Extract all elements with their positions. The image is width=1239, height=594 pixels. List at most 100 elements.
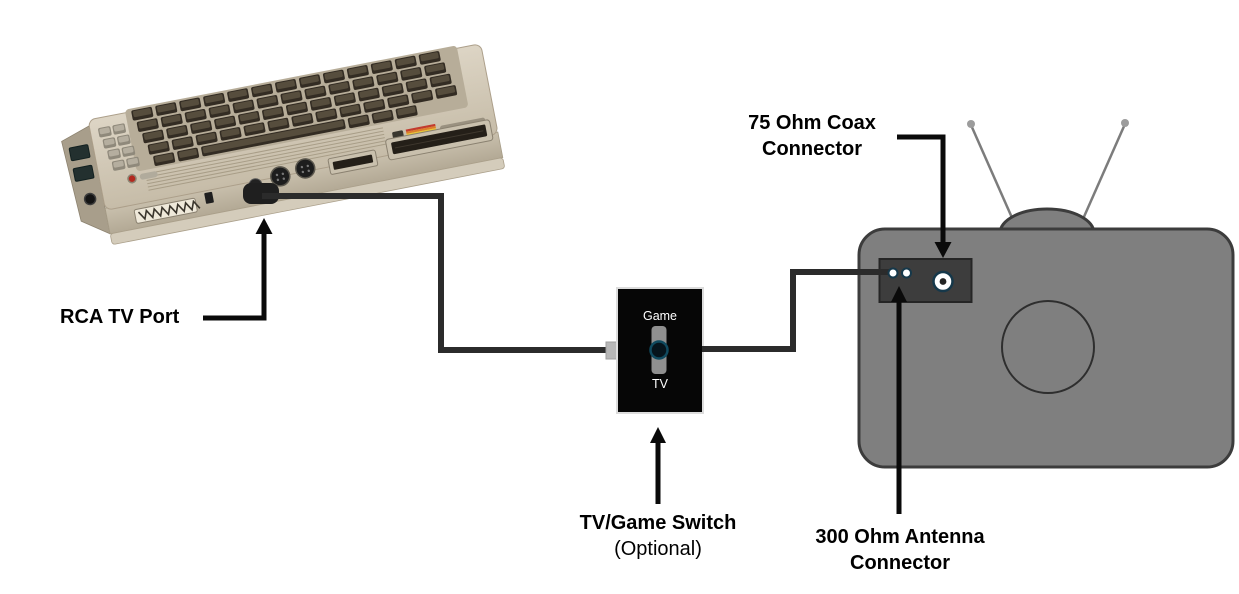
television-illustration <box>857 119 1235 469</box>
tv-antenna-left <box>969 124 1015 221</box>
c64-function-key-top <box>113 124 125 132</box>
c64-key-top <box>293 114 312 124</box>
c64-key-top <box>425 63 445 73</box>
c64-key-top <box>377 72 397 82</box>
c64-key-top <box>324 70 343 80</box>
callout-arrowheads <box>255 218 952 443</box>
c64-key-top <box>156 103 176 113</box>
c64-din-socket <box>294 158 316 179</box>
c64-key-top <box>258 96 277 106</box>
switch-to-tv-cable <box>702 269 893 352</box>
c64-key-top <box>420 52 439 62</box>
c64-cartridge-slot <box>385 119 494 161</box>
c64-key-top <box>239 112 259 122</box>
c64-key-top <box>383 84 402 94</box>
c64-key-top <box>340 104 360 114</box>
antenna-tip-left <box>967 120 975 128</box>
c64-key-top <box>335 93 354 103</box>
c64-key-top <box>306 86 325 96</box>
c64-key-top <box>436 86 456 96</box>
c64-key-top <box>316 109 336 119</box>
rca-cable <box>262 193 608 353</box>
c64-function-key-top <box>103 138 115 146</box>
c64-key-top <box>263 107 282 117</box>
c64-function-key-top <box>113 160 124 168</box>
c64-key-top <box>132 108 152 118</box>
arrow-up-icon <box>891 286 907 302</box>
c64-key-top <box>276 80 295 90</box>
c64-key-top <box>269 118 288 128</box>
c64-key-top <box>431 75 450 85</box>
c64-key-top <box>252 84 272 94</box>
tv-antenna-right <box>1081 123 1127 220</box>
label-tv-game-switch: TV/Game Switch <box>579 512 737 534</box>
c64-key-top <box>396 56 415 66</box>
c64-function-key-top <box>118 135 129 143</box>
c64-power-socket <box>83 192 97 206</box>
c64-vent-line <box>146 133 385 182</box>
c64-computer-illustration <box>61 44 505 245</box>
c64-vent-line <box>145 130 384 178</box>
c64-function-key-top <box>108 149 120 157</box>
c64-vent-line <box>145 127 384 175</box>
antenna-terminals <box>887 267 912 279</box>
c64-key-top <box>154 153 174 163</box>
tv-game-switch-box <box>616 287 704 414</box>
c64-joystick-port <box>72 164 95 182</box>
c64-key-top <box>186 110 205 120</box>
c64-key-top <box>221 128 240 138</box>
coax-callout-line <box>897 134 946 246</box>
c64-key-top <box>359 88 378 98</box>
c64-spacebar-top <box>202 120 344 154</box>
c64-key-top <box>364 100 384 110</box>
c64-rear-connectors <box>133 119 494 224</box>
label-coax-connector: 75 Ohm Coax Connector <box>748 112 876 160</box>
antenna-tip-right <box>1121 119 1129 127</box>
c64-din-socket <box>270 166 291 187</box>
c64-cassette-port <box>327 149 379 175</box>
c64-key-top <box>197 132 216 142</box>
c64-key-top <box>401 68 421 78</box>
c64-side-ports <box>61 125 111 235</box>
arrow-up-icon <box>650 427 666 443</box>
c64-key-top <box>210 105 229 115</box>
c64-joystick-port <box>68 144 91 162</box>
switch-tv-label: TV <box>652 377 668 391</box>
c64-key-top <box>173 137 192 147</box>
c64-function-keypad <box>98 123 140 171</box>
c64-key-top <box>287 102 306 112</box>
c64-key-top <box>245 123 264 133</box>
c64-key-top <box>228 89 248 99</box>
c64-function-key-top <box>122 146 134 154</box>
c64-key-top <box>348 66 367 76</box>
c64-power-led <box>127 171 158 184</box>
c64-key-top <box>300 75 319 85</box>
arrow-down-icon <box>934 242 952 258</box>
c64-function-key-top <box>99 127 110 135</box>
c64-key-top <box>282 91 301 101</box>
tv-connector-panel <box>878 258 973 303</box>
label-antenna-connector: 300 Ohm Antenna Connector <box>815 526 985 574</box>
c64-power-switch <box>204 191 214 204</box>
label-rca-tv-port: RCA TV Port <box>60 306 180 328</box>
antenna-terminal-screw <box>887 267 899 279</box>
c64-key-top <box>162 114 181 124</box>
c64-key-top <box>167 126 187 136</box>
c64-key-top <box>353 77 373 87</box>
c64-vent-line <box>148 143 387 191</box>
c64-key-top <box>311 98 330 108</box>
c64-key-top <box>149 142 168 152</box>
c64-key-top <box>388 95 408 105</box>
rca-callout-line <box>203 230 267 321</box>
c64-key-top <box>397 106 416 116</box>
c64-key-top <box>330 82 349 92</box>
c64-key-top <box>407 79 426 89</box>
tv-speaker-dial <box>1001 300 1095 394</box>
c64-key-top <box>138 119 157 129</box>
c64-key-top <box>204 94 224 104</box>
c64-key-top <box>234 100 253 110</box>
c64-key-top <box>372 61 391 71</box>
c64-vent-line <box>147 137 385 185</box>
label-optional: (Optional) <box>614 538 702 560</box>
